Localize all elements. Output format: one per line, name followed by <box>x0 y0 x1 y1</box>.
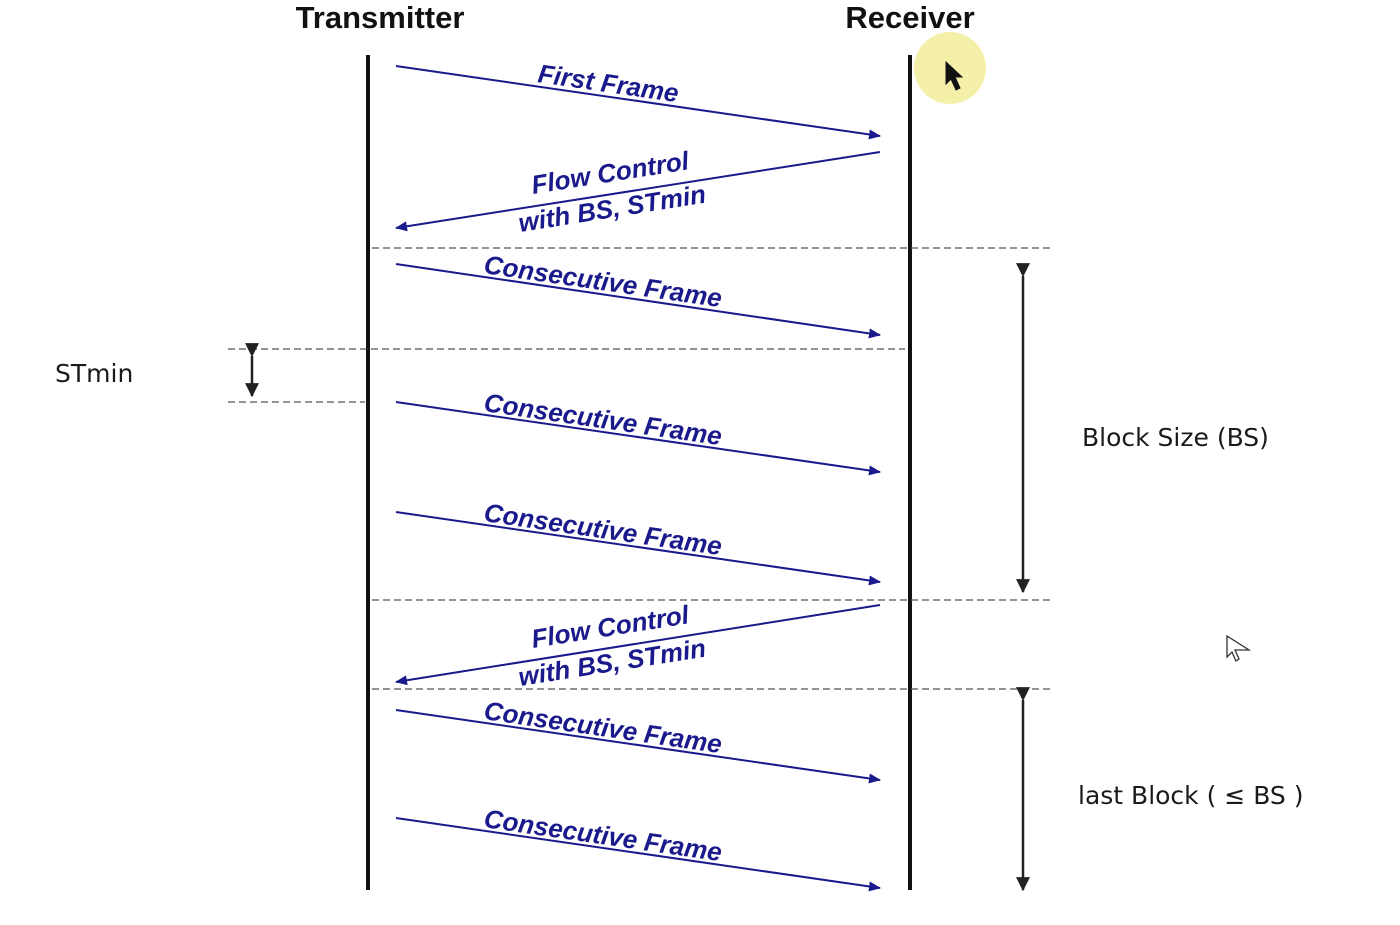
message-label-consecutive-frame: Consecutive Frame <box>482 497 724 561</box>
message-label-consecutive-frame: Consecutive Frame <box>482 695 724 759</box>
message-arrow <box>395 263 881 339</box>
message-arrow <box>395 709 881 784</box>
stmin-label: STmin <box>55 359 133 388</box>
message-arrow <box>395 604 881 686</box>
message-label-consecutive-frame: Consecutive Frame <box>482 249 724 313</box>
transmitter-title: Transmitter <box>296 0 465 35</box>
message-label-first-frame: First Frame <box>536 58 680 108</box>
message-label-consecutive-frame: Consecutive Frame <box>482 387 724 451</box>
message-arrow <box>395 65 881 140</box>
message-arrow <box>395 511 881 586</box>
message-label-consecutive-frame: Consecutive Frame <box>482 803 724 867</box>
message-arrow <box>395 401 881 476</box>
receiver-title: Receiver <box>845 0 974 35</box>
mouse-pointer-icon <box>1226 634 1252 662</box>
block-size-label: Block Size (BS) <box>1082 423 1269 452</box>
message-arrow <box>395 817 881 892</box>
mouse-pointer-icon <box>945 60 964 91</box>
last-block-label: last Block ( ≤ BS ) <box>1078 781 1303 810</box>
message-arrow <box>395 151 881 232</box>
